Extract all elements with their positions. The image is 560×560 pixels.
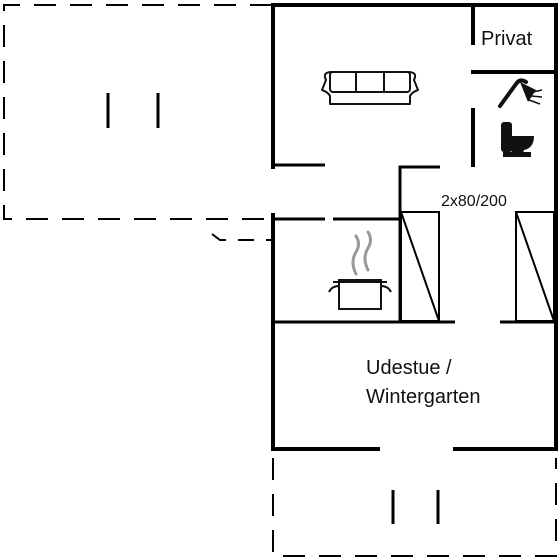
bed-icon xyxy=(400,211,555,322)
shower-icon xyxy=(498,78,543,108)
bed-size-label: 2x80/200 xyxy=(441,193,507,210)
room-label-udestue: Udestue / Wintergarten xyxy=(366,354,481,412)
terrace-dashed-outline-bottom xyxy=(272,458,557,557)
walls xyxy=(271,3,558,451)
terrace-bench-left xyxy=(106,93,160,128)
room-label-udestue-line2: Wintergarten xyxy=(366,386,481,408)
interior-walls xyxy=(272,163,556,324)
sofa-icon xyxy=(321,71,419,105)
terrace-dashed-outline-left xyxy=(3,4,272,220)
cooking-pot-icon xyxy=(328,230,392,310)
room-label-privat: Privat xyxy=(481,28,533,50)
terrace-dashed-corner xyxy=(211,233,272,241)
room-label-udestue-line1: Udestue / xyxy=(366,357,452,379)
toilet-icon xyxy=(501,122,534,157)
terrace-bench-bottom xyxy=(391,490,440,524)
